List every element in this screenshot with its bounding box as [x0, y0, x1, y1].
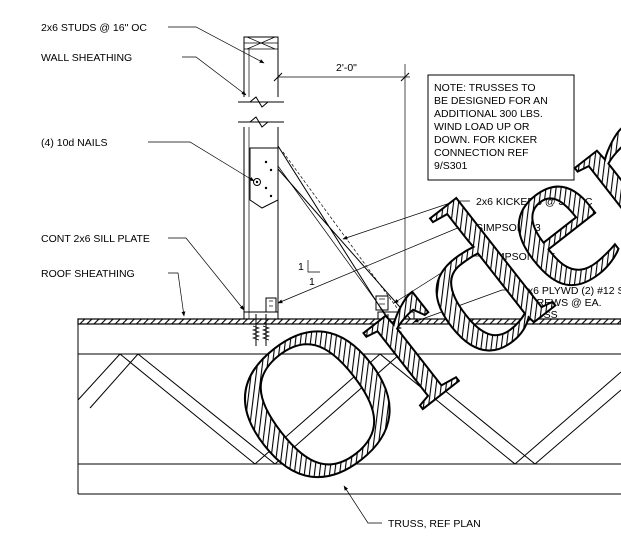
label-simpson-a35: SIMPSON A35	[486, 251, 556, 263]
label-nails: (4) 10d NAILS	[41, 137, 108, 149]
slope-rise: 1	[298, 261, 304, 273]
watermark-text: Order	[185, 57, 621, 541]
label-kickers: 2x6 KICKERS @ 32" OC	[476, 196, 593, 208]
label-wall-sheathing: WALL SHEATHING	[41, 52, 132, 64]
note-line: NOTE: TRUSSES TO	[434, 82, 536, 94]
label-truss: TRUSS, REF PLAN	[388, 518, 481, 530]
leader-lines	[148, 26, 516, 524]
note-line: 9/S301	[434, 160, 467, 172]
note-line: WIND LOAD UP OR	[434, 121, 530, 133]
label-plywd-line2: SCREWS @ EA.	[522, 297, 602, 309]
label-roof-sheathing: ROOF SHEATHING	[41, 268, 135, 280]
dimension-2ft: 2'-0"	[273, 62, 410, 310]
screws-right	[383, 314, 403, 346]
label-sill-plate: CONT 2x6 SILL PLATE	[41, 233, 150, 245]
label-studs: 2x6 STUDS @ 16" OC	[41, 22, 147, 34]
screws-left	[251, 314, 271, 346]
note-line: BE DESIGNED FOR AN	[434, 95, 548, 107]
label-simpson-h3: SIMPSON H3	[476, 222, 541, 234]
note-line: ADDITIONAL 300 LBS.	[434, 108, 543, 120]
dimension-label: 2'-0"	[336, 62, 357, 74]
label-plywd-line1: 2x6 PLYWD (2) #12 S	[522, 285, 621, 297]
note-line: CONNECTION REF	[434, 147, 529, 159]
order-watermark: Order	[184, 56, 621, 542]
slope-indicator: 1 1	[298, 260, 320, 288]
simpson-a35-connector	[375, 295, 389, 311]
note-line: DOWN. FOR KICKER	[434, 134, 538, 146]
nail-plate	[249, 147, 279, 209]
slope-run: 1	[309, 276, 315, 288]
note-box: NOTE: TRUSSES TO BE DESIGNED FOR AN ADDI…	[427, 74, 575, 181]
label-plywd-line3: TRUSS	[522, 309, 558, 321]
